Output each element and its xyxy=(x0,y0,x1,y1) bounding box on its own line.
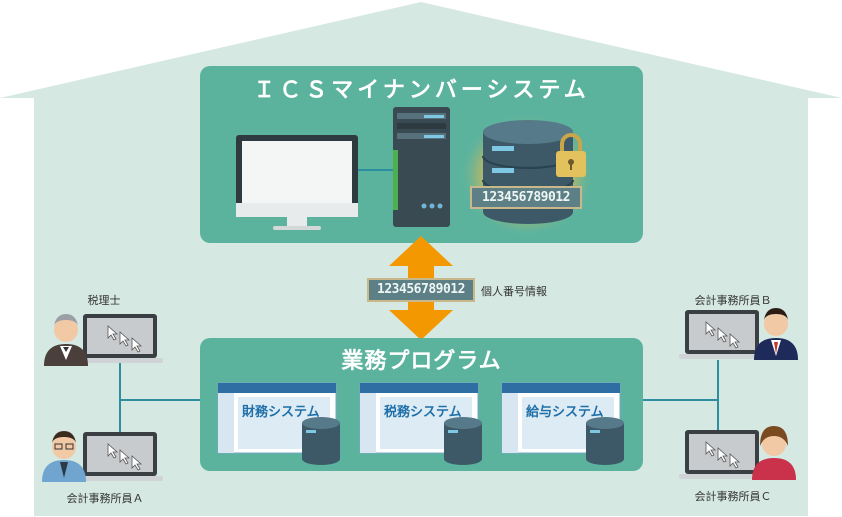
person-label-staff-c: 会計事務所員Ｃ xyxy=(694,490,772,503)
database-icon xyxy=(586,417,624,465)
desktop-monitor-icon xyxy=(236,135,358,230)
app-window-accounting xyxy=(217,382,337,454)
bottom-panel-title: 業務プログラム xyxy=(341,349,502,374)
server-tower-icon xyxy=(393,107,450,227)
person-icon xyxy=(752,426,796,480)
exchange-number-tag: 123456789012 xyxy=(367,278,475,302)
exchange-label: 個人番号情報 xyxy=(481,285,547,298)
personal-number-tag: 123456789012 xyxy=(470,186,582,209)
person-label-staff-b: 会計事務所員Ｂ xyxy=(694,294,772,307)
network-lines xyxy=(119,360,719,440)
person-icon xyxy=(44,314,88,366)
padlock-icon xyxy=(556,133,586,177)
app-label-accounting: 財務システム xyxy=(242,405,320,420)
person-icon xyxy=(42,431,86,482)
cursor-icons xyxy=(107,321,741,471)
app-label-tax: 税務システム xyxy=(384,405,462,420)
database-icon xyxy=(444,417,482,465)
database-icon xyxy=(302,417,340,465)
app-label-payroll: 給与システム xyxy=(526,405,604,420)
person-icon xyxy=(754,308,798,360)
data-exchange-arrow xyxy=(389,236,453,340)
app-window-payroll xyxy=(501,382,621,454)
top-panel-title: ＩＣＳマイナンバーシステム xyxy=(253,78,590,103)
person-label-tax-accountant: 税理士 xyxy=(87,294,121,307)
person-label-staff-a: 会計事務所員Ａ xyxy=(66,492,144,505)
